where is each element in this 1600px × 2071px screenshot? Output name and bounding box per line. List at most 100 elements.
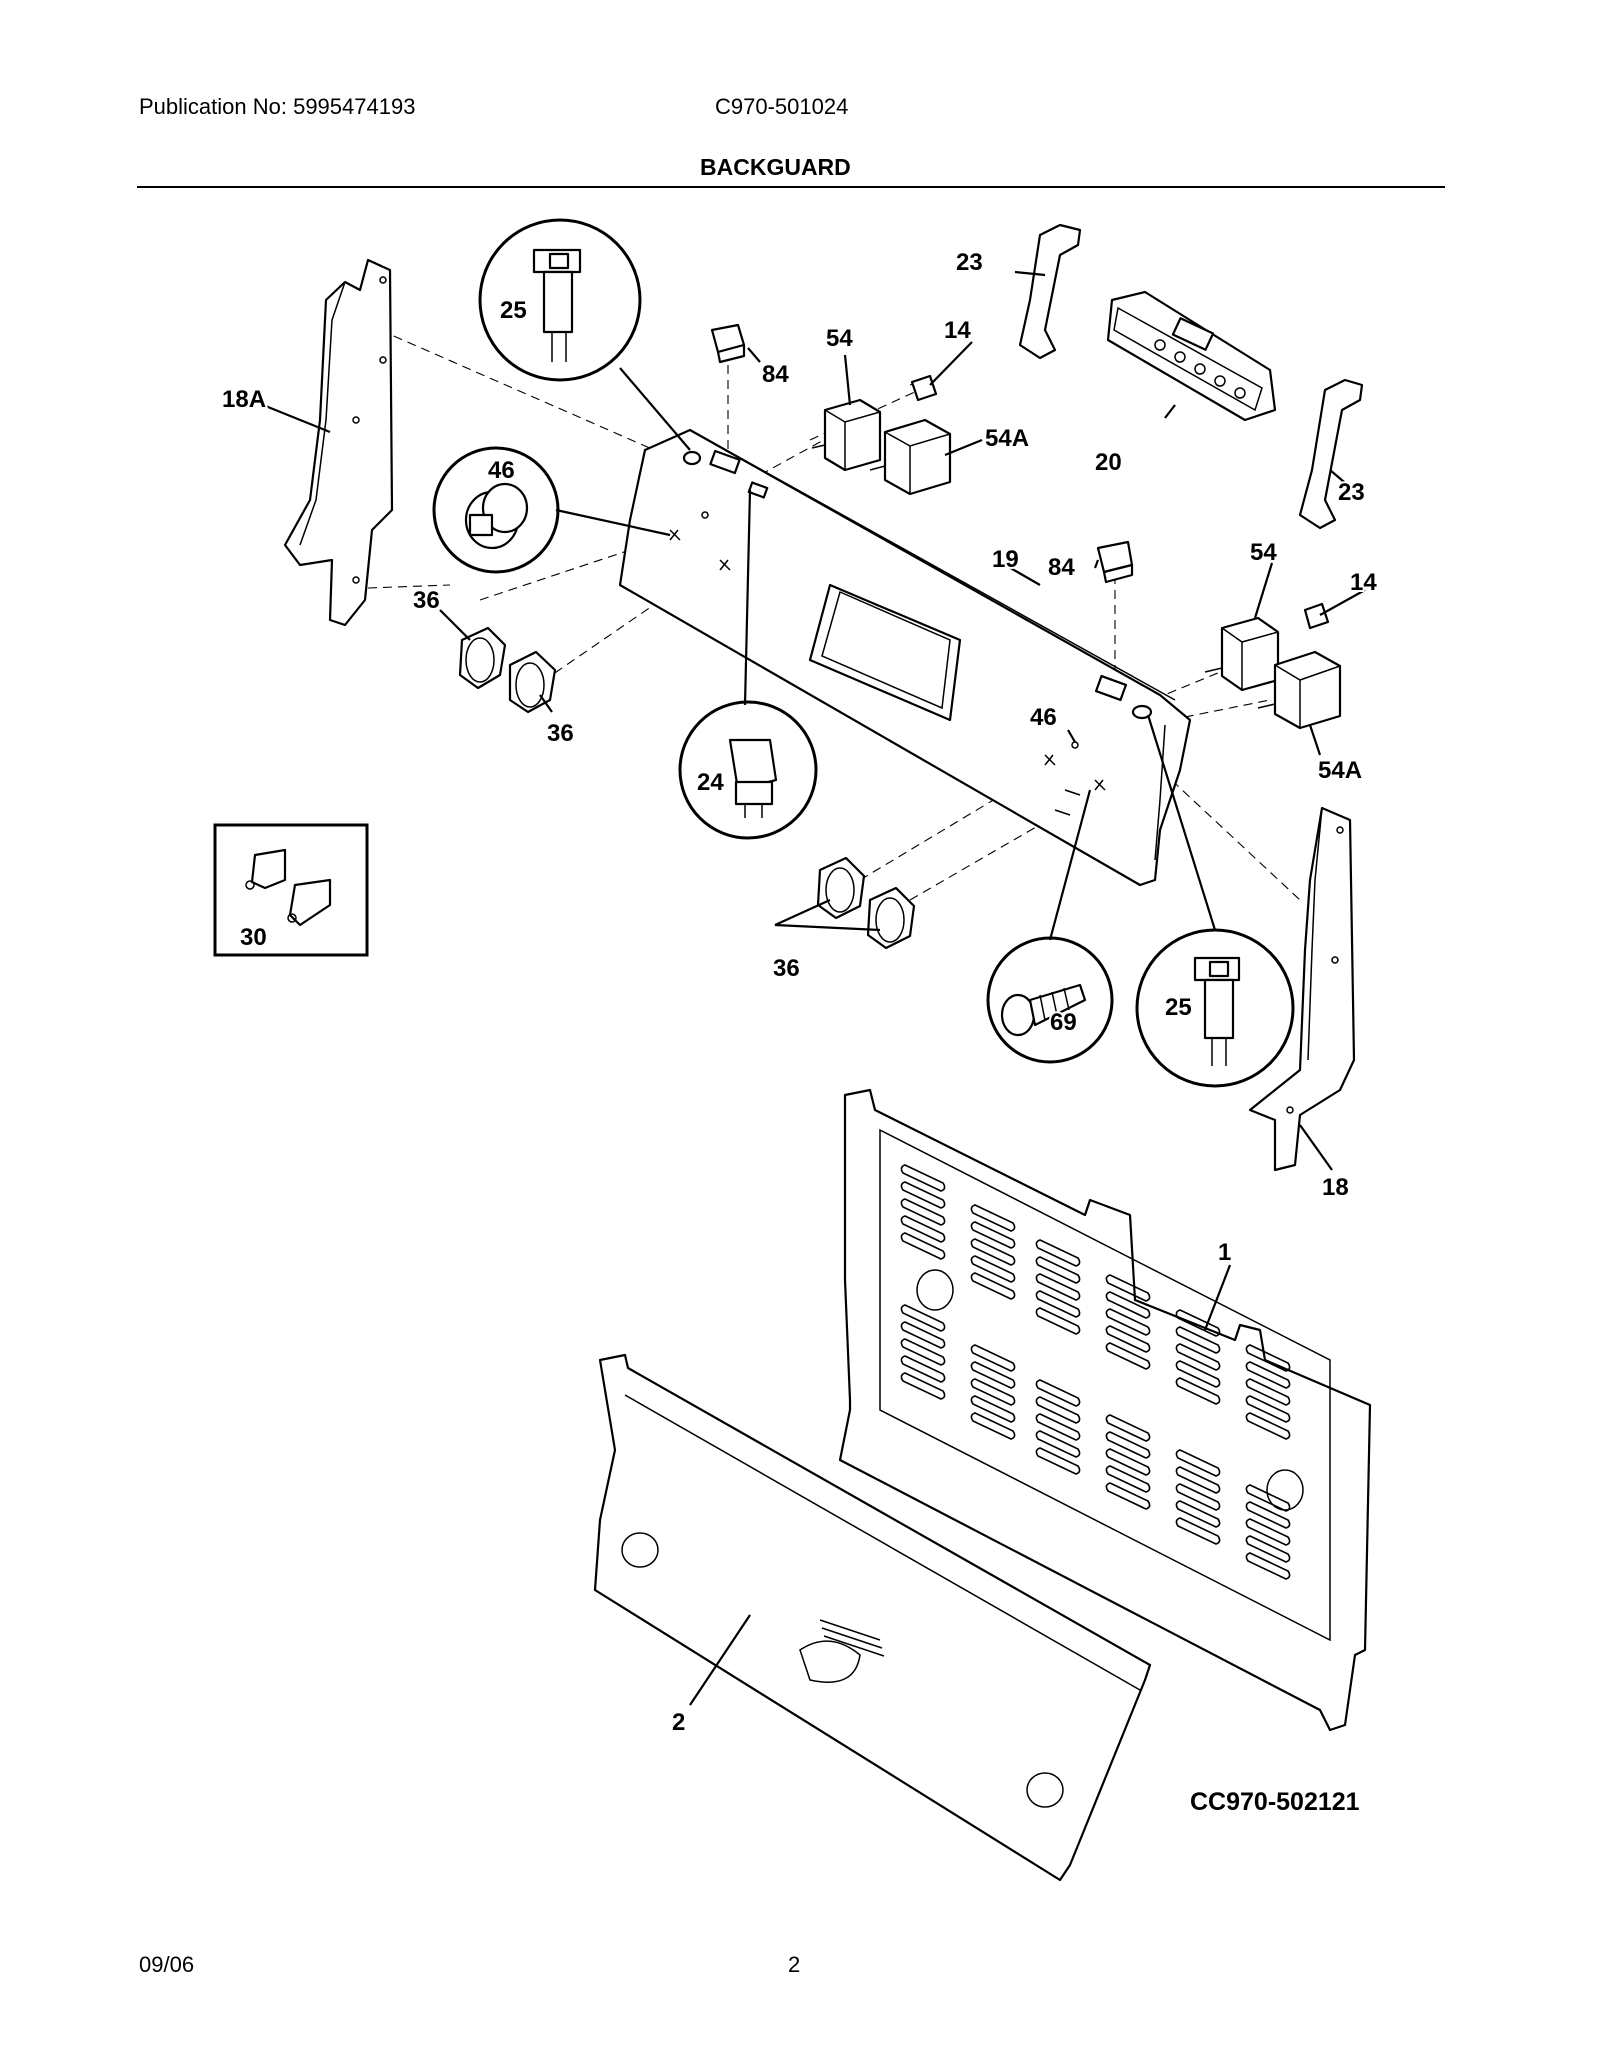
callout-36-left-lower: 36: [547, 720, 574, 747]
vent-louver: [970, 1272, 1016, 1300]
end-bracket-left: [283, 258, 394, 627]
vent-louver: [900, 1355, 946, 1383]
vent-louver: [900, 1321, 946, 1349]
vent-louver: [1105, 1308, 1151, 1336]
callout-54-top: 54: [826, 325, 853, 352]
infinite-switch-54A-top: [869, 418, 952, 496]
lower-panel: [593, 1353, 1152, 1882]
callout-2: 2: [672, 1709, 685, 1736]
detail-circle-switch-25-right: [1135, 928, 1295, 1088]
vent-louver: [970, 1344, 1016, 1372]
terminal-clip-14-top: [910, 374, 938, 402]
hanger-bracket-23-top: [1018, 223, 1082, 360]
vent-louver: [1035, 1307, 1081, 1335]
infinite-switch-54-right: [1204, 616, 1280, 692]
callout-54-right: 54: [1250, 539, 1277, 566]
end-bracket-right: [1248, 806, 1356, 1172]
callout-14-right: 14: [1350, 569, 1377, 596]
vent-louver: [900, 1232, 946, 1260]
control-knobs-36-left: [458, 626, 557, 714]
vent-louver: [970, 1378, 1016, 1406]
vent-louver: [970, 1238, 1016, 1266]
vent-louver: [1175, 1500, 1221, 1528]
vent-louver: [1035, 1396, 1081, 1424]
page-title: BACKGUARD: [700, 154, 851, 180]
hanger-bracket-23-right: [1298, 378, 1364, 530]
vent-louver: [970, 1255, 1016, 1283]
vent-louver: [1245, 1344, 1291, 1372]
indicator-light-84-top: [710, 323, 746, 364]
detail-circle-rocker-24: [678, 700, 818, 840]
vent-louver: [1245, 1535, 1291, 1563]
vent-louver: [1175, 1343, 1221, 1371]
vent-louver: [900, 1304, 946, 1332]
vent-louver: [1175, 1309, 1221, 1337]
vent-louver: [1175, 1517, 1221, 1545]
rear-panel: [838, 1088, 1372, 1732]
vent-louver: [970, 1361, 1016, 1389]
vent-louver: [970, 1395, 1016, 1423]
vent-louver: [900, 1181, 946, 1209]
vent-louver: [1105, 1325, 1151, 1353]
page-number: 2: [788, 1952, 801, 1977]
vent-louver: [1175, 1360, 1221, 1388]
vent-louver: [900, 1198, 946, 1226]
vent-louver: [1245, 1412, 1291, 1440]
vent-louver: [1175, 1326, 1221, 1354]
control-knobs-36-lower: [816, 856, 916, 950]
vent-louver: [900, 1164, 946, 1192]
vent-louver: [1175, 1466, 1221, 1494]
vent-louver: [970, 1412, 1016, 1440]
callout-46-top: 46: [488, 457, 515, 484]
vent-louver: [1035, 1239, 1081, 1267]
vent-louver: [1175, 1483, 1221, 1511]
diagram-code: CC970-502121: [1190, 1788, 1360, 1816]
vent-louver: [1105, 1482, 1151, 1510]
vent-louver: [1105, 1448, 1151, 1476]
callout-36-left-upper: 36: [413, 587, 440, 614]
control-panel: [618, 428, 1192, 887]
vent-louver: [1035, 1379, 1081, 1407]
callout-14-top: 14: [944, 317, 971, 344]
vent-louver: [1035, 1413, 1081, 1441]
detail-circle-screw-69: [986, 936, 1114, 1064]
rear-panel-vents: [900, 1164, 1291, 1580]
inset-box-bracket-30: [213, 823, 369, 957]
vent-louver: [1035, 1430, 1081, 1458]
vent-louver: [1035, 1290, 1081, 1318]
callout-19: 19: [992, 546, 1019, 573]
callout-25-right: 25: [1165, 994, 1192, 1021]
vent-louver: [1245, 1395, 1291, 1423]
infinite-switch-54-top: [811, 398, 882, 472]
callout-24: 24: [697, 769, 724, 796]
vent-louver: [1105, 1291, 1151, 1319]
vent-louver: [1105, 1342, 1151, 1370]
callout-20: 20: [1095, 449, 1122, 476]
callout-54A-right: 54A: [1318, 757, 1362, 784]
publication-number: Publication No: 5995474193: [139, 94, 416, 119]
vent-louver: [1245, 1378, 1291, 1406]
callout-23-top: 23: [956, 249, 983, 276]
callout-18A: 18A: [222, 386, 266, 413]
vent-louver: [970, 1204, 1016, 1232]
callout-69: 69: [1050, 1009, 1077, 1036]
vent-louver: [1105, 1465, 1151, 1493]
vent-louver: [1035, 1273, 1081, 1301]
callout-18: 18: [1322, 1174, 1349, 1201]
infinite-switch-54A-right: [1257, 650, 1342, 730]
detail-circle-knob-46: [432, 446, 560, 574]
callout-54A-top: 54A: [985, 425, 1029, 452]
vent-louver: [1245, 1518, 1291, 1546]
header-rule: [137, 186, 1445, 188]
indicator-light-84-right: [1096, 540, 1134, 584]
vent-louver: [900, 1338, 946, 1366]
callout-23-right: 23: [1338, 479, 1365, 506]
callout-46-right: 46: [1030, 704, 1057, 731]
leader-lines: [262, 270, 1366, 1706]
vent-louver: [1105, 1431, 1151, 1459]
vent-louver: [1105, 1414, 1151, 1442]
vent-louver: [900, 1372, 946, 1400]
footer-date: 09/06: [139, 1952, 195, 1977]
vent-louver: [1035, 1447, 1081, 1475]
